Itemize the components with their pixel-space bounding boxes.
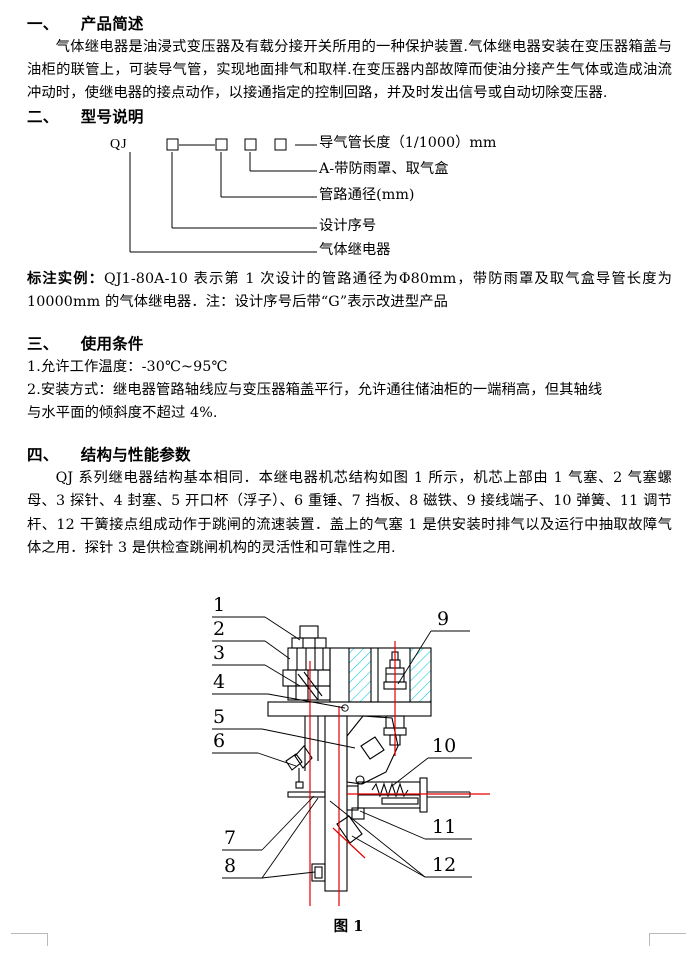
heading-4-title: 结构与性能参数 [80,445,191,465]
figure-caption: 图 1 [333,918,364,935]
heading-section-1: 一、 产品简述 [27,12,672,36]
model-designation-diagram: QJ 导气管长度（1/1000）mm A-带防雨罩、取气盒 管路通径(mm) 设… [27,130,672,268]
usage-condition-3: 与水平面的倾斜度不超过 4%. [27,405,218,422]
heading-section-4: 四、 结构与性能参数 [27,443,672,467]
annotation-example: 标注实例：QJ1-80A-10 表示第 1 次设计的管路通径为Φ80mm，带防雨… [27,268,672,314]
paragraph-section-1: 气体继电器是油浸式变压器及有载分接开关所用的一种保护装置.气体继电器安装在变压器… [27,39,672,102]
technical-drawing-figure: 1 2 3 4 5 6 7 8 9 10 11 12 [0,596,697,916]
usage-condition-2: 2.安装方式：继电器管路轴线应与变压器箱盖平行，允许通往储油柜的一端稍高，但其轴… [27,381,603,398]
paragraph-section-4: QJ 系列继电器结构基本相同．本继电器机芯结构如图 1 所示，机芯上部由 1 气… [27,470,672,556]
callout-10: 10 [432,735,457,757]
heading-1-title: 产品简述 [80,14,144,33]
callout-1: 1 [213,594,226,616]
heading-2-number: 二、 [27,107,59,127]
relay-assembly-drawing [212,616,490,906]
annotation-example-label: 标注实例： [27,270,104,287]
callout-7: 7 [224,827,237,849]
callout-4: 4 [213,671,226,693]
margin-corner-bottom-left [11,933,48,946]
model-label-pipe-length: 导气管长度（1/1000）mm [319,134,497,151]
heading-section-3: 三、 使用条件 [27,332,672,356]
callout-8: 8 [224,855,237,877]
callout-5: 5 [213,706,226,728]
callout-9: 9 [437,608,450,630]
annotation-example-text: QJ1-80A-10 表示第 1 次设计的管路通径为Φ80mm，带防雨罩及取气盒… [27,270,672,310]
document-content: 一、 产品简述 气体继电器是油浸式变压器及有载分接开关所用的一种保护装置.气体继… [27,12,672,560]
callout-12: 12 [432,854,457,876]
model-label-rain-cover: A-带防雨罩、取气盒 [319,160,449,177]
heading-4-number: 四、 [27,445,59,465]
callout-11: 11 [432,816,457,838]
heading-3-number: 三、 [27,333,59,353]
model-diagram-lines [129,137,317,253]
model-prefix-qj: QJ [110,136,128,152]
heading-3-title: 使用条件 [80,333,144,353]
callout-3: 3 [213,642,226,664]
callout-2: 2 [213,618,226,640]
model-label-design-serial: 设计序号 [319,217,377,234]
callout-6: 6 [213,730,226,752]
heading-2-title: 型号说明 [80,107,144,127]
model-label-pipe-diameter: 管路通径(mm) [319,186,415,203]
usage-condition-1: 1.允许工作温度：-30℃~95℃ [27,358,228,375]
model-label-gas-relay: 气体继电器 [319,241,391,258]
heading-section-2: 二、 型号说明 [27,105,672,129]
heading-1-number: 一、 [27,14,59,33]
margin-corner-bottom-right [649,933,686,946]
